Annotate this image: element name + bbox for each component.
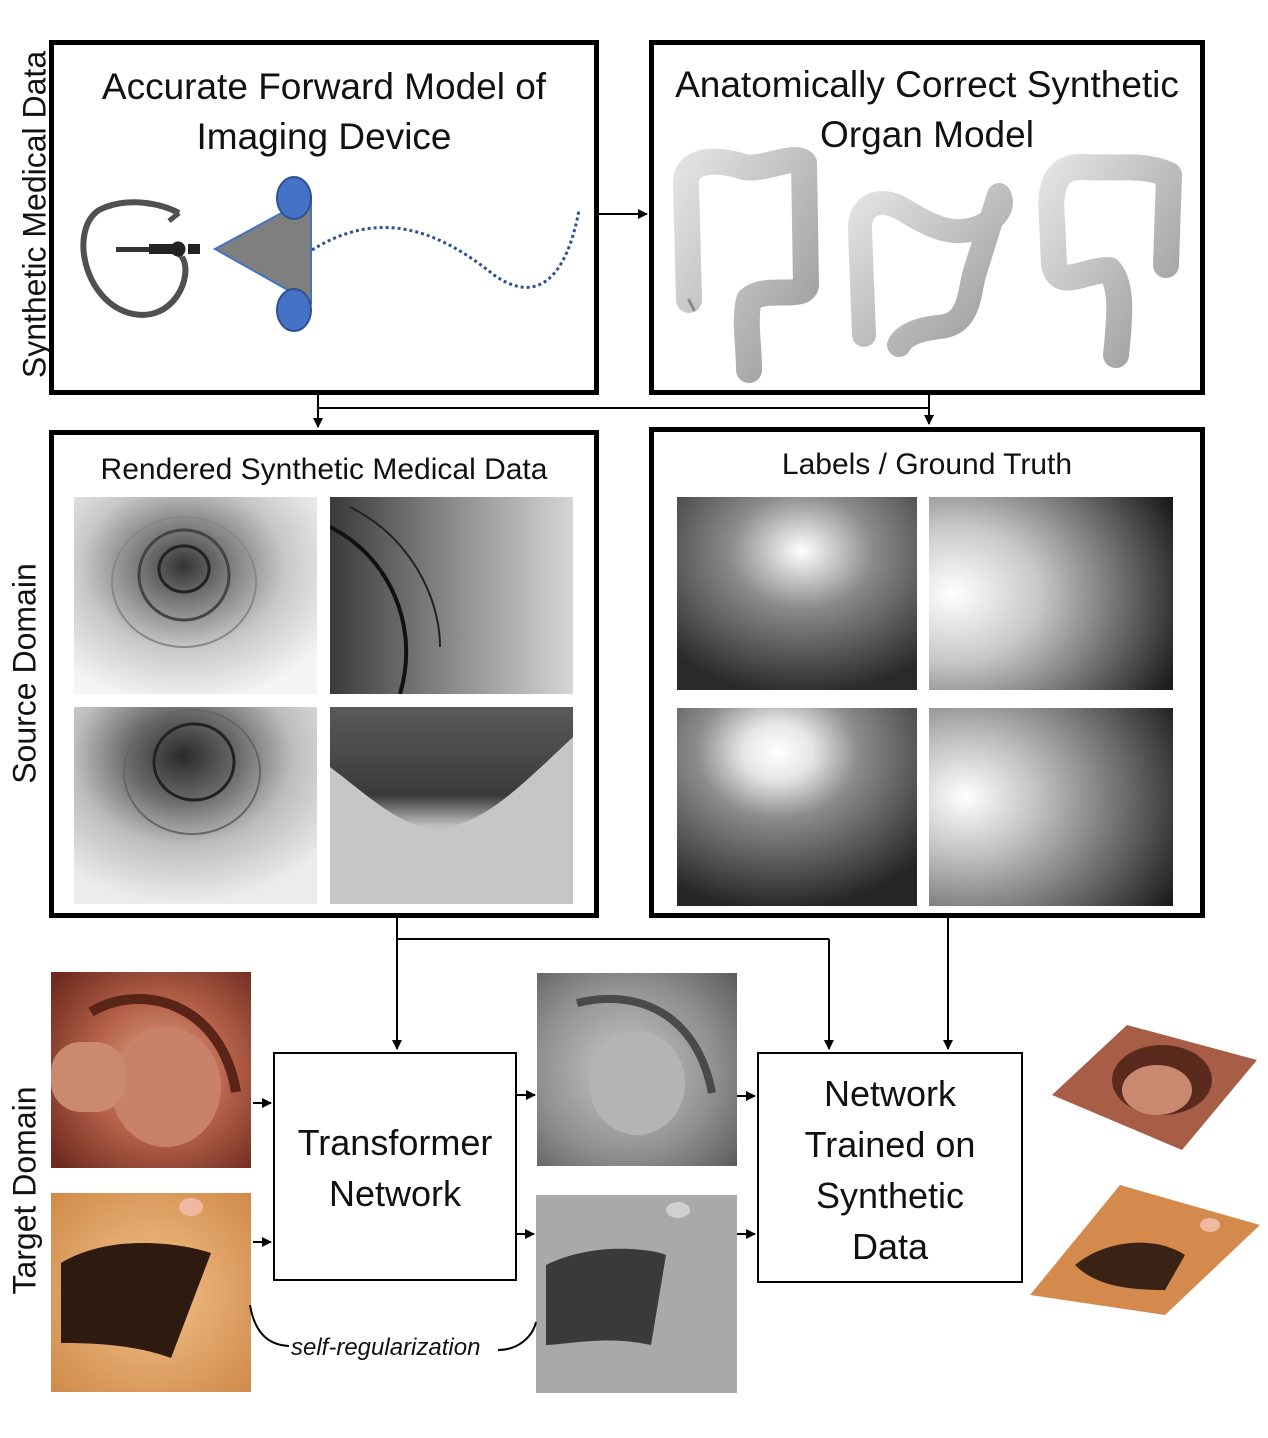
rendered-synthetic-title: Rendered Synthetic Medical Data	[100, 453, 548, 486]
rendered-image-4	[330, 707, 573, 904]
reconstruction-surface-2	[1030, 1185, 1260, 1315]
forward-model-title-line1: Accurate Forward Model of	[101, 66, 547, 107]
labels-ground-truth-box: Labels / Ground Truth	[649, 427, 1205, 918]
rendered-image-3	[74, 707, 317, 904]
colon-model-1-icon	[673, 146, 819, 383]
colon-model-2-icon	[848, 183, 1013, 357]
rendered-image-2	[330, 497, 573, 694]
organ-model-title-line1: Anatomically Correct Synthetic	[675, 64, 1179, 105]
depth-map-3	[677, 708, 917, 906]
transformed-image-1	[537, 973, 737, 1166]
real-colon-image-2	[51, 1193, 251, 1392]
camera-frustum-icon	[212, 195, 312, 305]
forward-model-title-line2: Imaging Device	[196, 116, 452, 157]
self-regularization-label: self-regularization	[291, 1334, 481, 1361]
transformer-line1: Transformer	[297, 1122, 493, 1163]
rendered-synthetic-box: Rendered Synthetic Medical Data	[49, 430, 599, 918]
endoscope-illustration	[80, 176, 581, 332]
transformer-network-box: Transformer Network	[273, 1052, 517, 1281]
depth-map-4	[929, 708, 1173, 906]
reconstruction-surface-1	[1052, 1025, 1257, 1150]
colon-model-3-icon	[1038, 153, 1182, 368]
rendered-image-1	[74, 497, 317, 694]
organ-model-title-line2: Organ Model	[820, 114, 1034, 155]
camera-top-icon	[276, 176, 312, 220]
trained-network-line1: Network	[823, 1073, 957, 1114]
camera-trajectory-icon	[311, 209, 581, 289]
trained-network-line4: Data	[851, 1226, 929, 1267]
organ-model-box: Anatomically Correct Synthetic Organ Mod…	[649, 40, 1205, 395]
colon-models	[673, 146, 1182, 383]
camera-bottom-icon	[276, 288, 312, 332]
forward-model-box: Accurate Forward Model of Imaging Device	[49, 40, 599, 395]
transformed-image-2	[536, 1195, 737, 1393]
depth-map-2	[929, 497, 1173, 690]
trained-network-box: Network Trained on Synthetic Data	[757, 1052, 1023, 1283]
trained-network-line2: Trained on	[804, 1124, 976, 1165]
trained-network-line3: Synthetic	[815, 1175, 965, 1216]
depth-map-1	[677, 497, 917, 690]
real-colon-image-1	[51, 972, 251, 1168]
endoscope-cable-icon	[80, 199, 189, 318]
transformer-line2: Network	[328, 1173, 462, 1214]
labels-ground-truth-title: Labels / Ground Truth	[781, 448, 1073, 481]
